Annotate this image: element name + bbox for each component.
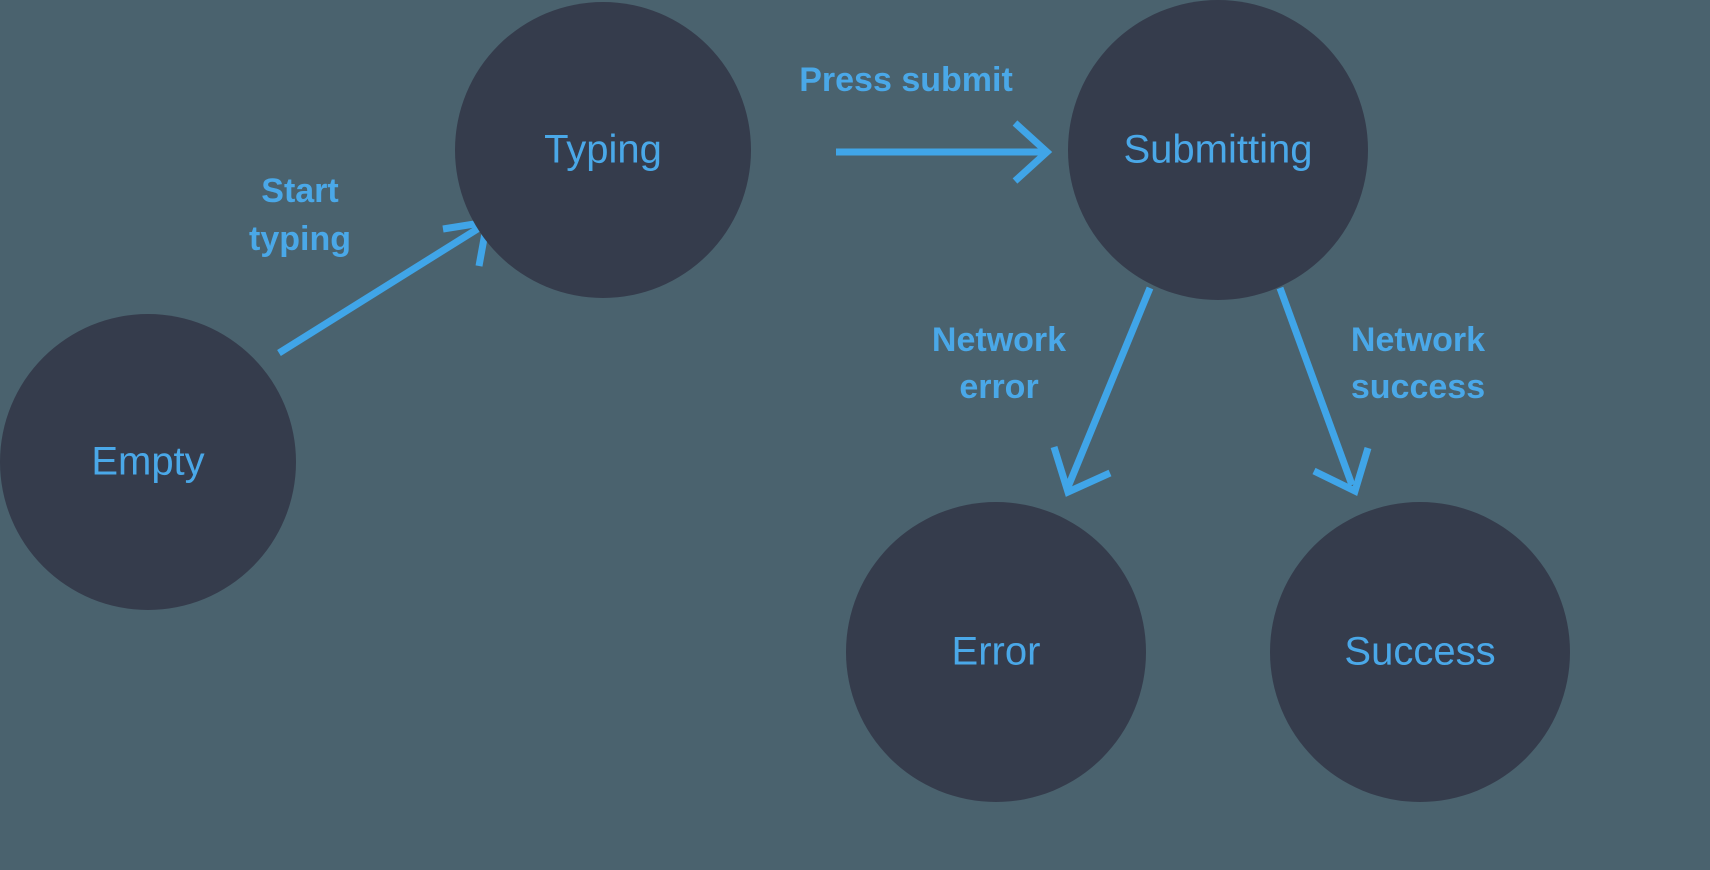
node-submitting[interactable]: Submitting bbox=[1068, 0, 1368, 300]
edge-label-network-success-line1: Network bbox=[1351, 321, 1485, 359]
node-typing-label: Typing bbox=[544, 128, 662, 172]
node-empty-label: Empty bbox=[91, 440, 204, 484]
edge-submitting-to-error[interactable] bbox=[1050, 286, 1154, 497]
edge-submitting-to-success-arrowhead bbox=[1312, 446, 1372, 496]
node-empty-circle bbox=[0, 314, 296, 610]
edge-label-network-success-line2: success bbox=[1351, 368, 1485, 406]
node-error[interactable]: Error bbox=[846, 502, 1146, 802]
node-success-circle bbox=[1270, 502, 1570, 802]
node-submitting-circle bbox=[1068, 0, 1368, 300]
edge-label-network-success: Network success bbox=[1351, 321, 1485, 406]
edge-empty-to-typing-line bbox=[277, 225, 481, 356]
edge-label-press-submit: Press submit bbox=[799, 61, 1013, 99]
node-error-circle bbox=[846, 502, 1146, 802]
node-error-label: Error bbox=[952, 630, 1041, 674]
node-success[interactable]: Success bbox=[1270, 502, 1570, 802]
edge-label-press-submit-line1: Press submit bbox=[799, 61, 1013, 99]
node-submitting-label: Submitting bbox=[1124, 128, 1313, 172]
edge-submitting-to-success-line bbox=[1276, 286, 1356, 487]
edge-typing-to-submitting[interactable] bbox=[836, 120, 1053, 184]
node-typing[interactable]: Typing bbox=[455, 2, 751, 298]
edge-label-start-typing: Start typing bbox=[249, 172, 351, 258]
edge-label-network-error-line2: error bbox=[959, 368, 1038, 406]
node-empty[interactable]: Empty bbox=[0, 314, 296, 610]
edge-label-network-error: Network error bbox=[932, 321, 1066, 406]
edge-label-start-typing-line1: Start bbox=[261, 172, 338, 210]
node-typing-circle bbox=[455, 2, 751, 298]
edge-submitting-to-error-line bbox=[1064, 286, 1154, 489]
edge-label-network-error-line1: Network bbox=[932, 321, 1066, 359]
edge-submitting-to-error-arrowhead bbox=[1050, 445, 1112, 497]
edge-submitting-to-success[interactable] bbox=[1276, 286, 1372, 496]
node-success-label: Success bbox=[1344, 630, 1495, 674]
edge-typing-to-submitting-arrowhead bbox=[1012, 120, 1053, 184]
edge-label-start-typing-line2: typing bbox=[249, 220, 351, 258]
